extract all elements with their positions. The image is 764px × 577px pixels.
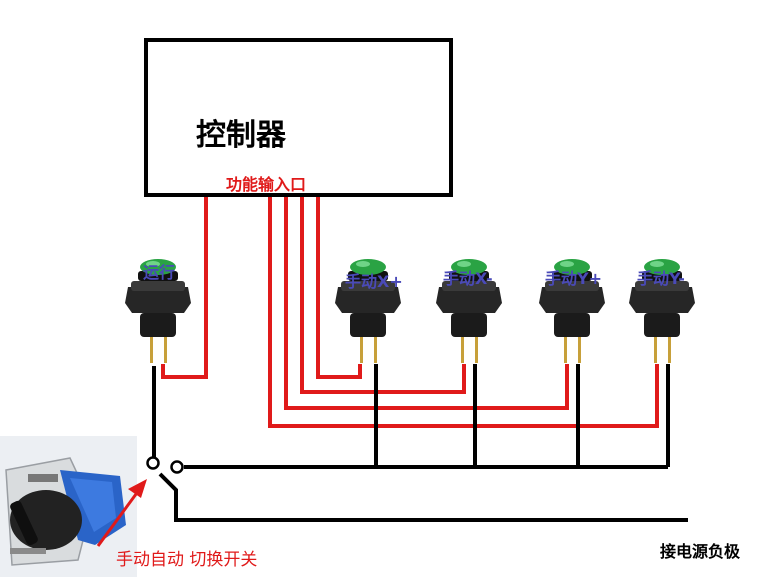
switch-label: 手动自动 切换开关 [116,550,258,570]
wire-x-plus [316,197,362,379]
signal-wires [161,197,659,428]
switch-contact-left [146,456,160,470]
button-label-y-plus: 手动Y+ [545,269,602,288]
port-label: 功能输入口 [226,175,307,194]
button-label-y-minus: 手动Y- [637,269,685,288]
ground-label: 接电源负极 [660,542,741,561]
common-wires [152,364,688,522]
button-label-x-plus: 手动X+ [345,272,403,291]
controller-title: 控制器 [196,118,286,153]
button-label-run: 运行 [143,263,176,282]
rotary-switch-image [0,436,137,577]
wire-y-plus [284,197,569,410]
switch-contact-right [170,460,184,474]
controller-box [144,38,453,197]
wire-y-minus [268,197,659,428]
button-label-x-minus: 手动X- [443,269,493,288]
wire-x-minus [300,197,466,394]
wire-run [161,197,208,379]
arrow-icon [96,479,147,547]
